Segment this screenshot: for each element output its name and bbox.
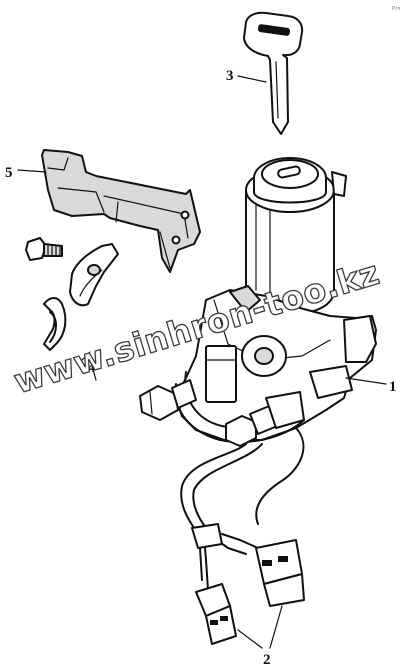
callout-3: 3 [226,68,234,84]
callout-2: 2 [263,652,271,668]
clip [69,243,119,307]
callout-4: 4 [88,360,96,376]
wiring-harness [180,427,305,591]
ignition-switch-assembly [139,157,377,447]
connector-large [255,539,305,607]
corner-mark: P.m [392,6,400,12]
callout-5: 5 [5,165,13,181]
mounting-bracket [41,149,201,273]
bolt [25,237,63,261]
ignition-key [243,11,304,135]
callout-1: 1 [389,379,397,395]
ring-bolt-left [139,379,197,421]
ring-bolt-lower [225,391,305,447]
half-ring-clamp [43,297,67,351]
leader-lines [17,75,387,649]
connector-small [195,583,237,645]
